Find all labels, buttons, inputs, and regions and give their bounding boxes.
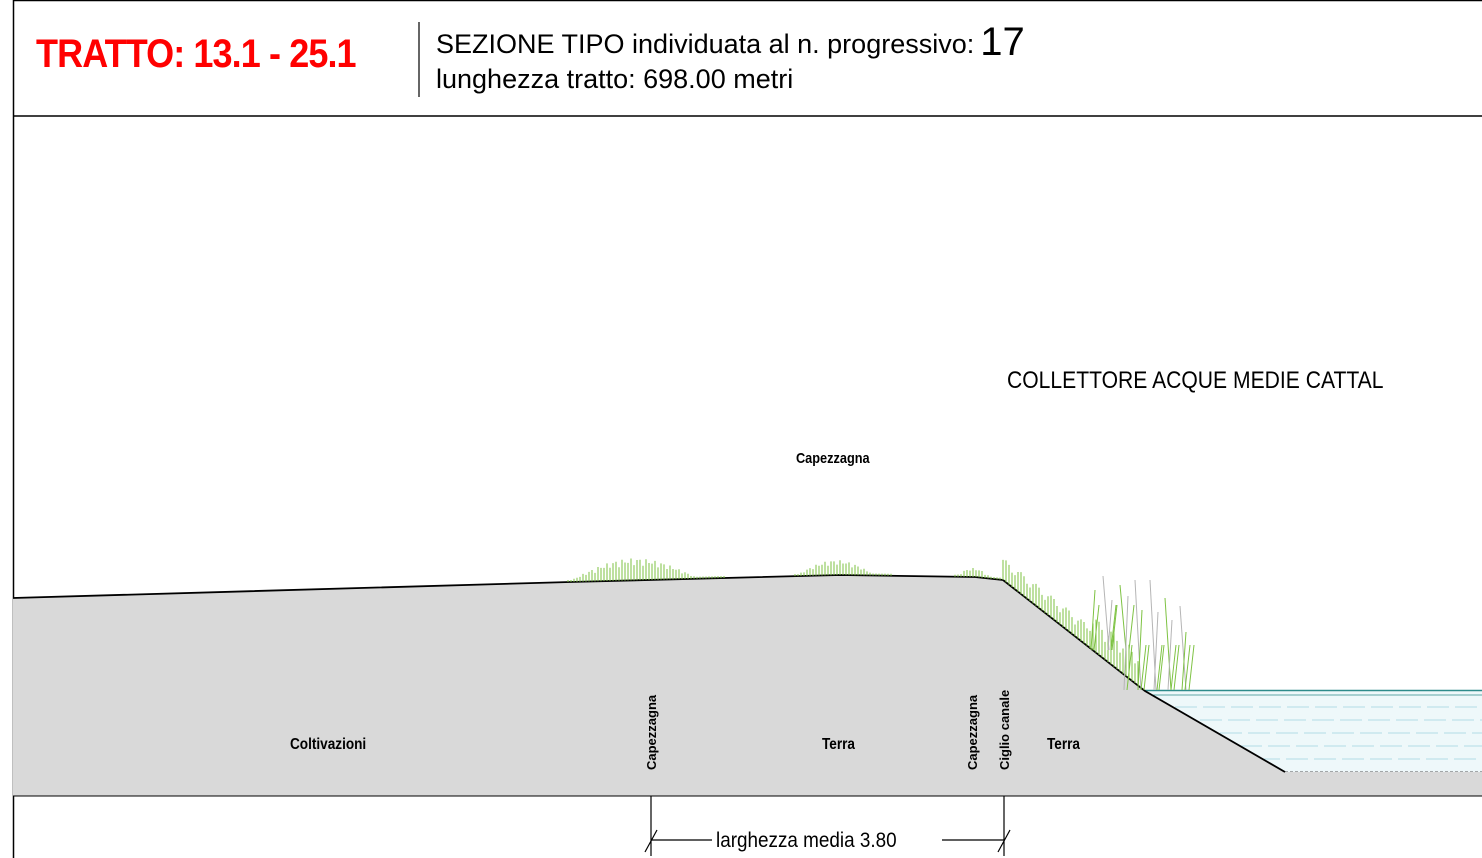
width-dimension [644,796,1011,856]
sezione-tipo-line: SEZIONE TIPO individuata al n. progressi… [436,18,1025,64]
capezzagna-left-vertical-label: Capezzagna [644,694,659,770]
ciglio-canale-vertical-label: Ciglio canale [997,690,1012,770]
terra-center-label: Terra [822,736,856,753]
ground-profile [13,575,1482,796]
capezzagna-top-label: Capezzagna [796,449,870,466]
drawing-frame [12,0,1482,858]
coltivazioni-label: Coltivazioni [290,736,366,753]
capezzagna-right-vertical-label: Capezzagna [965,694,980,770]
reeds-vegetation [1090,575,1195,691]
sezione-tipo-label: SEZIONE TIPO individuata al n. progressi… [436,29,975,59]
progressivo-number: 17 [980,20,1025,64]
tratto-title: TRATTO: 13.1 - 25.1 [36,32,357,76]
canal-water [1145,689,1482,773]
terra-right-label: Terra [1047,736,1081,753]
grass-vegetation [567,558,1139,686]
lunghezza-tratto-label: lunghezza tratto: 698.00 metri [436,64,794,94]
ground-surface-line [12,574,1286,773]
dimension-label: larghezza media 3.80 [716,829,897,852]
canal-name-label: COLLETTORE ACQUE MEDIE CATTAL [1007,367,1384,394]
